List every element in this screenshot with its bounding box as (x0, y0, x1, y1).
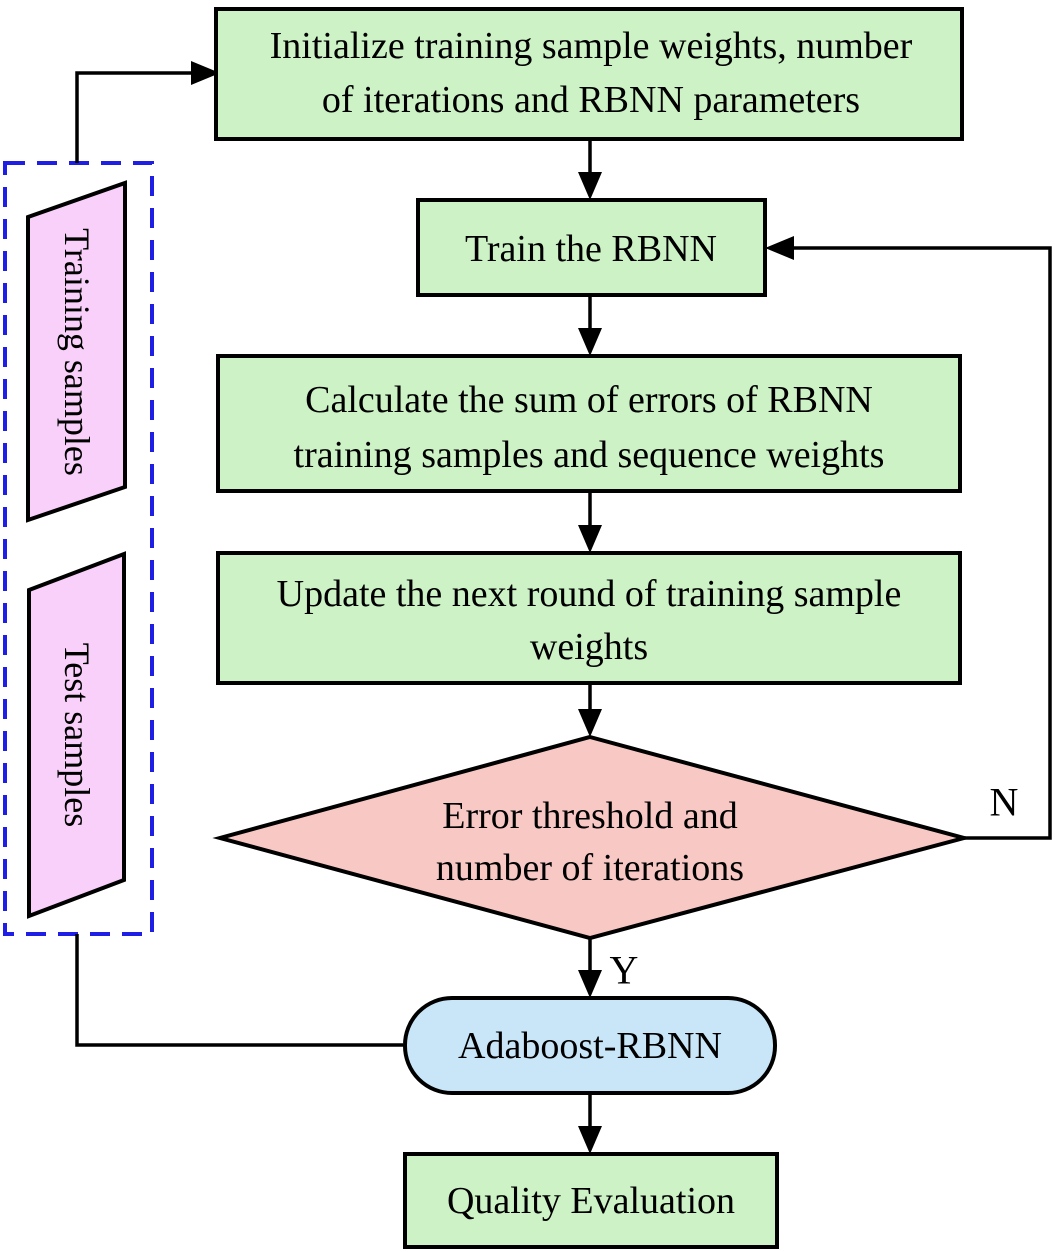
init-label-line1: Initialize training sample weights, numb… (270, 25, 913, 67)
init-label-line2: of iterations and RBNN parameters (322, 79, 860, 121)
quality-evaluation-box (403, 1152, 779, 1249)
edge-calc-to-update (578, 491, 602, 553)
edge-train-to-calc (578, 295, 602, 356)
arrowhead-into-decision (578, 709, 602, 737)
calc-error-label-line2: training samples and sequence weights (294, 434, 885, 476)
edge-samples-to-init (75, 61, 220, 163)
edge-decision-no-loop (765, 236, 1052, 840)
decision-label-line2: number of iterations (436, 847, 744, 889)
edge-samples-to-adaboost (75, 934, 403, 1047)
branch-label-no: N (990, 780, 1019, 825)
adaboost-terminal-pill (403, 996, 777, 1095)
training-samples-parallelogram (26, 180, 127, 523)
test-samples-parallelogram (27, 551, 126, 919)
arrowhead-into-adaboost (578, 970, 602, 998)
test-samples-label: Test samples (57, 643, 97, 827)
update-weights-label-line2: weights (530, 626, 648, 668)
edge-adaboost-to-quality (578, 1093, 602, 1154)
train-process-box (416, 198, 767, 297)
branch-label-yes: Y (610, 948, 639, 993)
train-label: Train the RBNN (465, 228, 717, 270)
quality-evaluation-label: Quality Evaluation (447, 1180, 735, 1222)
decision-diamond (212, 734, 972, 941)
init-process-box (214, 7, 964, 141)
arrowhead-into-calc (578, 328, 602, 356)
adaboost-label: Adaboost-RBNN (458, 1025, 722, 1067)
arrowhead-into-update (578, 525, 602, 553)
decision-label-line1: Error threshold and (442, 795, 737, 837)
update-weights-label-line1: Update the next round of training sample (277, 573, 902, 615)
edge-decision-yes (578, 938, 602, 998)
arrowhead-into-init (191, 61, 220, 85)
arrowhead-into-train (578, 172, 602, 200)
calc-error-label-line1: Calculate the sum of errors of RBNN (305, 379, 873, 421)
training-samples-label: Training samples (57, 228, 97, 476)
update-weights-process-box (216, 551, 962, 685)
arrowhead-into-train-right (765, 236, 794, 260)
edge-init-to-train (578, 136, 602, 200)
arrowhead-into-quality (578, 1126, 602, 1154)
edge-update-to-decision (578, 683, 602, 737)
calc-error-process-box (216, 354, 962, 493)
